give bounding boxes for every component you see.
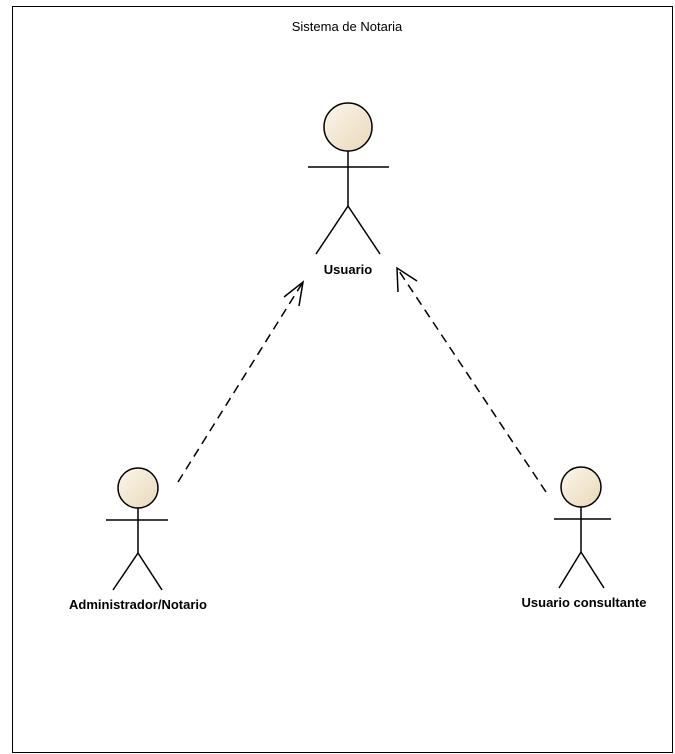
actor-usuario-head	[323, 102, 373, 152]
actor-administrador[interactable]: Administrador/Notario	[69, 467, 207, 612]
actor-usuario-right-leg	[347, 205, 381, 255]
arrowhead-right	[396, 266, 418, 293]
actor-administrador-right-leg	[137, 552, 163, 591]
actor-usuario[interactable]: Usuario	[308, 102, 389, 277]
actor-administrador-left-leg	[112, 552, 139, 591]
arrowhead-left	[283, 280, 305, 307]
actor-usuario-left-leg	[315, 205, 349, 255]
generalization-administrador-usuario[interactable]	[177, 280, 305, 483]
generalization-consultante-usuario[interactable]	[396, 266, 547, 493]
actor-consultante[interactable]: Usuario consultante	[522, 466, 647, 610]
actor-consultante-right-leg	[580, 551, 605, 589]
actor-consultante-label: Usuario consultante	[522, 595, 647, 610]
actor-administrador-head	[117, 467, 159, 509]
actor-consultante-head	[560, 466, 602, 508]
generalization-line-left	[177, 281, 304, 483]
actor-administrador-label: Administrador/Notario	[69, 597, 207, 612]
system-title: Sistema de Notaria	[292, 19, 403, 34]
actor-consultante-left-leg	[558, 551, 582, 589]
actor-usuario-label: Usuario	[324, 262, 372, 277]
